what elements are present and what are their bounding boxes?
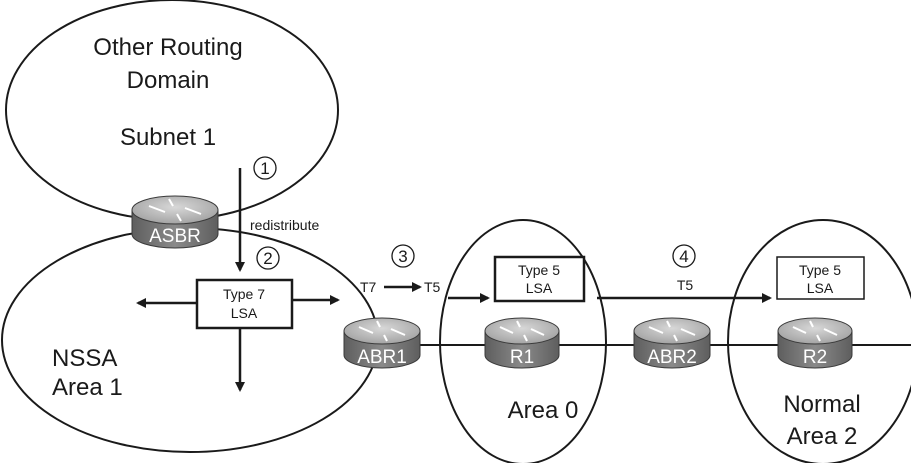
type5-area0-line1: Type 5	[518, 262, 560, 278]
other-domain-title-line1: Other Routing	[93, 34, 242, 61]
type5-area0-line2: LSA	[526, 280, 553, 296]
other-routing-domain-ellipse	[5, 0, 339, 221]
nssa-label-line2: Area 1	[52, 374, 123, 401]
router-abr1-arrows-icon	[358, 320, 406, 342]
step-2-badge: 2	[256, 246, 280, 270]
type7-lsa-box: Type 7 LSA	[195, 278, 294, 330]
redistribute-label: redistribute	[250, 217, 319, 233]
router-r2-arrows-icon	[792, 320, 838, 342]
router-abr2: ABR2	[633, 317, 711, 369]
type5-area2-line1: Type 5	[799, 262, 841, 278]
step-3-number: 3	[398, 247, 407, 266]
area0-ellipse	[439, 219, 607, 463]
router-abr2-arrows-icon	[648, 320, 696, 342]
type5-lsa-area0-box: Type 5 LSA	[493, 255, 586, 303]
step-1-number: 1	[260, 159, 269, 178]
area0-label: Area 0	[508, 397, 579, 424]
router-abr2-label: ABR2	[647, 347, 697, 368]
t7-label: T7	[360, 279, 377, 295]
router-r2-label: R2	[803, 347, 827, 368]
step-2-number: 2	[263, 249, 272, 268]
router-r1-arrows-icon	[499, 320, 545, 342]
router-asbr-label: ASBR	[149, 226, 201, 247]
router-r1-label: R1	[510, 347, 534, 368]
type5-lsa-area2-box: Type 5 LSA	[776, 256, 865, 300]
router-r2: R2	[777, 317, 853, 369]
nssa-area1-ellipse	[1, 227, 379, 453]
router-r1: R1	[484, 317, 560, 369]
subnet-label: Subnet 1	[120, 124, 216, 151]
type7-lsa-line2: LSA	[231, 305, 258, 321]
type7-lsa-line1: Type 7	[223, 286, 265, 302]
normal-area-label-line2: Area 2	[787, 423, 858, 450]
router-abr1-label: ABR1	[357, 347, 407, 368]
t5-flood-label: T5	[677, 277, 694, 293]
nssa-label-line1: NSSA	[52, 345, 117, 372]
router-abr1: ABR1	[343, 317, 421, 369]
t5-translate-label: T5	[424, 279, 441, 295]
router-asbr-arrows-icon	[148, 198, 202, 222]
router-asbr: ASBR	[131, 195, 219, 249]
step-4-badge: 4	[672, 244, 696, 268]
normal-area-label-line1: Normal	[783, 391, 860, 418]
normal-area2-ellipse	[727, 219, 911, 463]
type5-area2-line2: LSA	[807, 280, 834, 296]
step-4-number: 4	[679, 247, 688, 266]
other-domain-title-line2: Domain	[127, 67, 210, 94]
step-3-badge: 3	[391, 244, 415, 268]
step-1-badge: 1	[253, 156, 277, 180]
